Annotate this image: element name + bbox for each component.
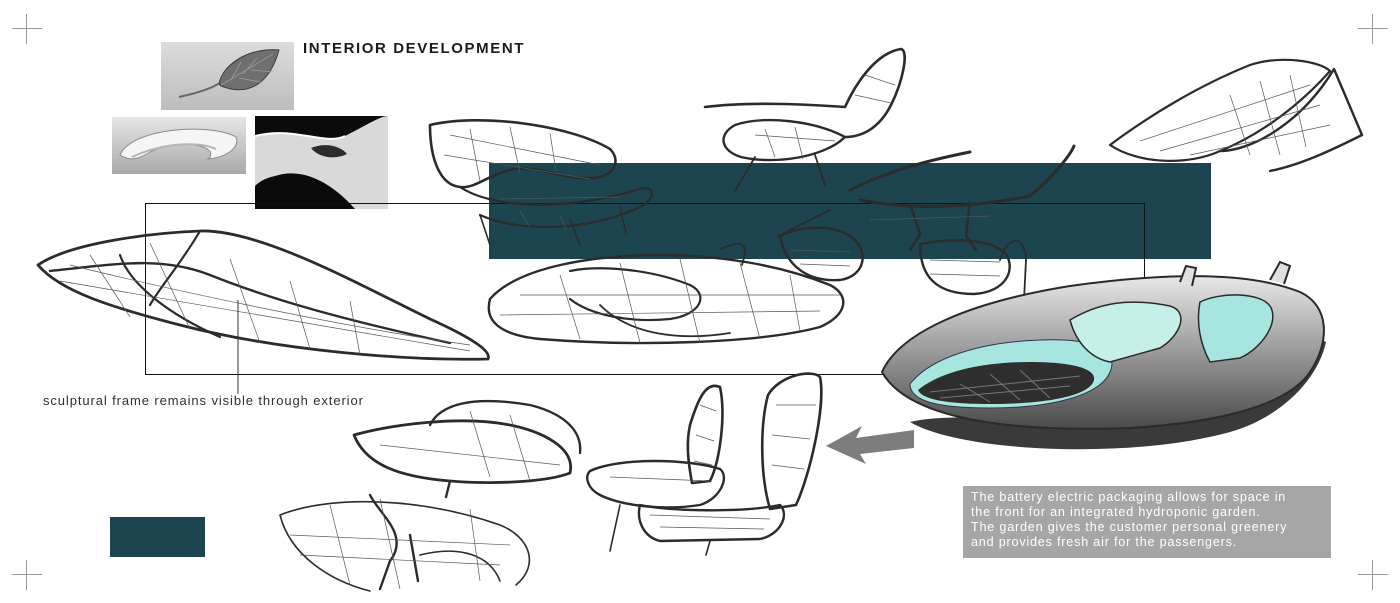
callout-line: and provides fresh air for the passenger…	[971, 535, 1238, 549]
lounge-seat-sketch	[1108, 58, 1364, 173]
crop-mark-icon	[1358, 14, 1388, 44]
dashboard-sketch	[777, 144, 1076, 301]
arrow-left-icon	[826, 426, 914, 464]
caption-leader-line	[237, 300, 239, 394]
twin-seat-sketch	[586, 372, 823, 556]
callout-line: the front for an integrated hydroponic g…	[971, 505, 1261, 519]
crop-mark-icon	[1358, 560, 1388, 590]
seat-sketch	[428, 119, 654, 246]
organic-form-photo	[255, 116, 388, 209]
leaf-photo	[161, 42, 294, 110]
accent-band	[489, 163, 1211, 259]
console-sketch	[279, 399, 582, 592]
frame-sketch	[36, 229, 490, 361]
cabin-layout-sketch	[487, 242, 845, 345]
callout-line: The garden gives the customer personal g…	[971, 520, 1288, 534]
curved-sculpture-photo	[112, 117, 246, 174]
callout-line: The battery electric packaging allows fo…	[971, 490, 1287, 504]
frame-caption: sculptural frame remains visible through…	[43, 393, 364, 408]
page-title: INTERIOR DEVELOPMENT	[303, 40, 526, 57]
interior-render	[880, 260, 1326, 450]
info-callout: The battery electric packaging allows fo…	[963, 486, 1331, 558]
crop-mark-icon	[12, 14, 42, 44]
reclined-seat-sketch	[703, 47, 906, 192]
crop-mark-icon	[12, 560, 42, 590]
accent-swatch	[110, 517, 205, 557]
